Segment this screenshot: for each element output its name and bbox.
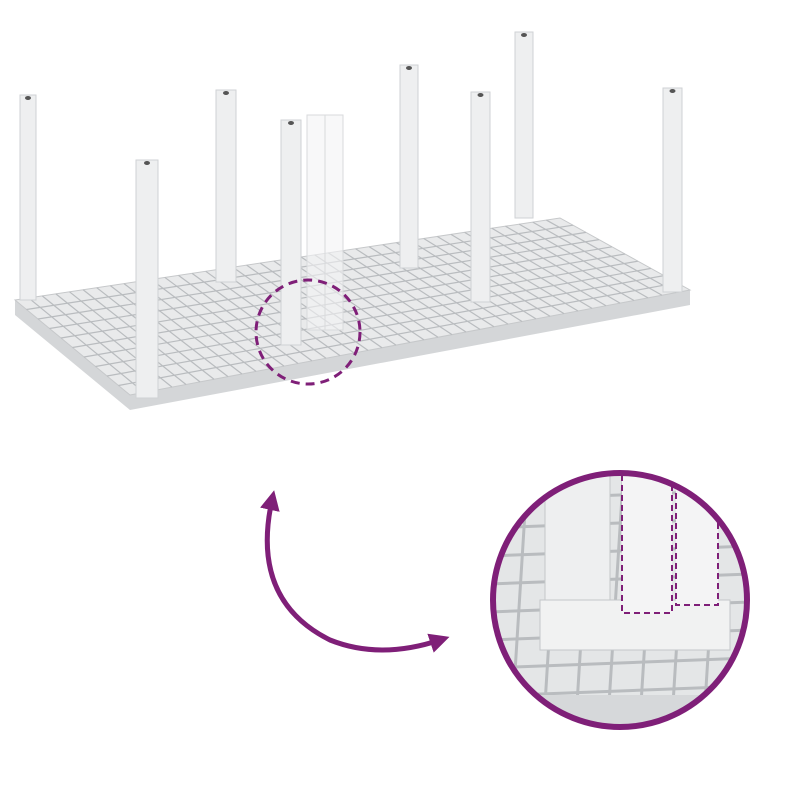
legs: [19, 31, 683, 399]
grid-line: [83, 260, 639, 358]
leg-hole: [25, 96, 31, 100]
detail-marker-icon: [254, 278, 362, 386]
grid-line: [106, 275, 665, 377]
leg-hole: [223, 91, 229, 95]
ghost-leg: [306, 114, 326, 331]
leg-hole: [669, 89, 676, 93]
platform-grid: [26, 219, 678, 393]
leg: [470, 91, 491, 303]
zoom-ghost-post: [621, 473, 673, 614]
curved-double-arrow-icon: [260, 490, 450, 653]
leg: [215, 89, 237, 283]
leg: [399, 64, 419, 269]
grid-line: [118, 282, 678, 387]
zoom-frame: [490, 470, 750, 730]
leg-hole: [406, 66, 412, 70]
leg: [662, 87, 683, 293]
leg: [135, 159, 159, 399]
leg-hole: [521, 33, 527, 37]
grid-line: [95, 267, 652, 368]
leg-hole: [477, 93, 484, 97]
leg-hole: [288, 121, 294, 125]
ghost-leg: [324, 114, 344, 331]
leg: [19, 94, 37, 301]
platform: [13, 217, 692, 410]
leg-hole: [144, 161, 150, 165]
detail-zoom: [490, 470, 750, 730]
zoom-ghost-post: [675, 473, 719, 606]
leg: [280, 119, 302, 346]
leg: [514, 31, 534, 219]
